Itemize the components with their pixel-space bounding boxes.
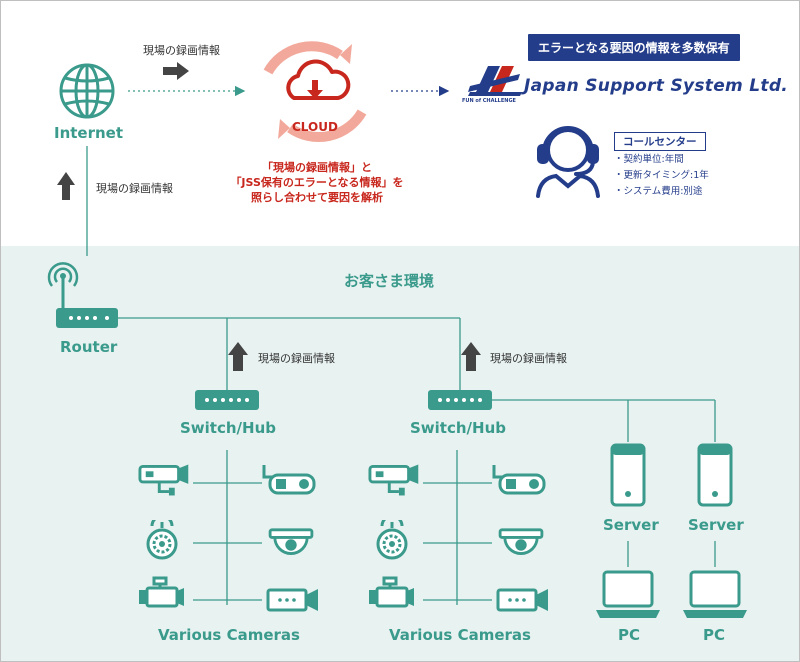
box-camera-icon <box>138 463 190 497</box>
internet-up-flow-label: 現場の録画情報 <box>96 182 173 195</box>
ptz-camera-icon <box>146 520 178 560</box>
pc-1-icon <box>596 570 660 618</box>
cloud-analysis-note: 「現場の録画情報」と 「JSS保有のエラーとなる情報」を 照らし合わせて要因を解… <box>222 160 412 205</box>
ptz-camera-icon <box>376 520 408 560</box>
call-center-item: ・契約単位:年間 <box>614 154 684 165</box>
hub1-up-flow-label: 現場の録画情報 <box>258 352 335 365</box>
jss-banner: エラーとなる要因の情報を多数保有 <box>528 34 740 61</box>
box-camera-icon <box>368 463 420 497</box>
server-2-icon <box>697 443 733 507</box>
cloud-note-line: 照らし合わせて要因を解析 <box>251 191 383 204</box>
globe-icon <box>59 63 115 119</box>
dome-camera-icon <box>268 528 314 556</box>
cloud-label: CLOUD <box>292 120 338 134</box>
connection-lines <box>86 146 716 605</box>
jss-tagline: FUN of CHALLENGE <box>462 98 516 104</box>
hub2-up-flow-label: 現場の録画情報 <box>490 352 567 365</box>
switch-hub-1-label: Switch/Hub <box>180 419 276 437</box>
call-center-title: コールセンター <box>614 132 706 151</box>
cloud-note-line: 「JSS保有のエラーとなる情報」を <box>230 176 404 189</box>
hub1-up-arrow-icon <box>228 342 248 371</box>
pc-2-label: PC <box>703 626 726 644</box>
customer-environment-title: お客さま環境 <box>344 272 435 290</box>
cloud-note-line: 「現場の録画情報」と <box>262 161 372 174</box>
call-center-details: ・契約単位:年間 ・更新タイミング:1年 ・システム費用:別途 <box>614 152 709 200</box>
bullet-camera-icon <box>262 463 316 495</box>
server-2-label: Server <box>688 516 744 534</box>
dome-camera-icon <box>498 528 544 556</box>
router-icon <box>47 262 118 328</box>
operator-icon <box>536 126 600 198</box>
jss-company-name: Japan Support System Ltd. <box>524 76 789 96</box>
switch-hub-2-icon <box>428 390 492 410</box>
switch-hub-2-label: Switch/Hub <box>410 419 506 437</box>
video-camera-icon <box>367 576 416 608</box>
cameras-1-label: Various Cameras <box>158 626 300 644</box>
call-center-item: ・更新タイミング:1年 <box>614 170 709 181</box>
top-flow-right-arrow-icon <box>163 62 189 80</box>
hub2-up-arrow-icon <box>461 342 481 371</box>
internet-up-arrow-icon <box>57 172 75 200</box>
slim-camera-icon <box>496 587 550 613</box>
top-flow-label: 現場の録画情報 <box>143 44 220 57</box>
router-label: Router <box>60 338 118 356</box>
pc-1-label: PC <box>618 626 641 644</box>
server-1-label: Server <box>603 516 659 534</box>
pc-2-icon <box>683 570 747 618</box>
internet-label: Internet <box>54 124 124 142</box>
cloud-icon <box>263 41 367 142</box>
slim-camera-icon <box>266 587 320 613</box>
bullet-camera-icon <box>492 463 546 495</box>
jss-logo-icon <box>468 66 522 96</box>
video-camera-icon <box>137 576 186 608</box>
server-1-icon <box>610 443 646 507</box>
cameras-2-label: Various Cameras <box>389 626 531 644</box>
switch-hub-1-icon <box>195 390 259 410</box>
call-center-item: ・システム費用:別途 <box>614 186 703 197</box>
